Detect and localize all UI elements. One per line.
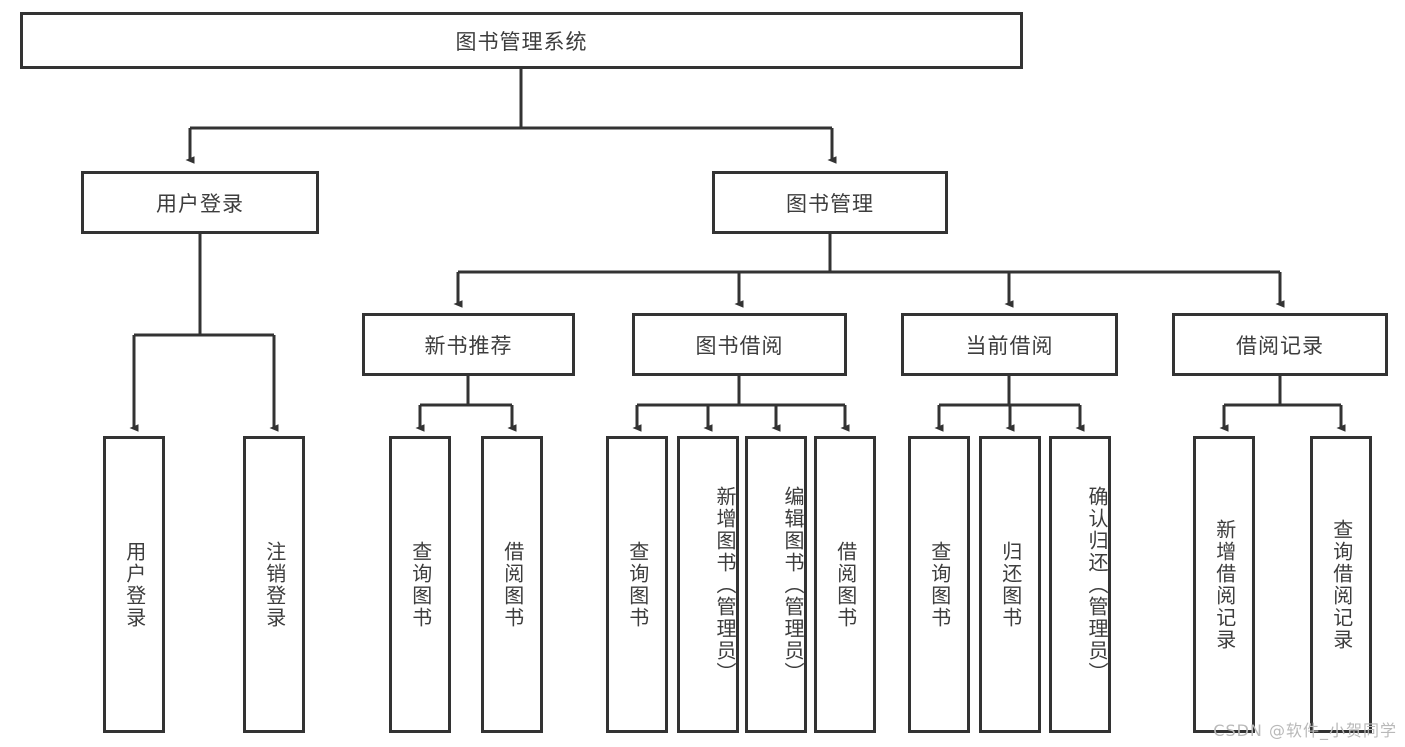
leaf-add-book[interactable]: 新增图书（管理员） [677, 436, 739, 733]
node-book-borrow[interactable]: 图书借阅 [632, 313, 847, 376]
leaf-confirm-return[interactable]: 确认归还（管理员） [1049, 436, 1111, 733]
node-book-management-system[interactable]: 图书管理系统 [20, 12, 1023, 69]
leaf-query-record[interactable]: 查询借阅记录 [1310, 436, 1372, 733]
node-book-manage[interactable]: 图书管理 [712, 171, 948, 234]
watermark: CSDN @软件_小贺同学 [1213, 721, 1397, 740]
leaf-borrow-book-2[interactable]: 借阅图书 [814, 436, 876, 733]
leaf-edit-book[interactable]: 编辑图书（管理员） [745, 436, 807, 733]
node-user-login[interactable]: 用户登录 [81, 171, 319, 234]
leaf-logout-login[interactable]: 注销登录 [243, 436, 305, 733]
leaf-borrow-book-1[interactable]: 借阅图书 [481, 436, 543, 733]
node-current-borrow[interactable]: 当前借阅 [901, 313, 1118, 376]
leaf-query-book-3[interactable]: 查询图书 [908, 436, 970, 733]
leaf-add-record[interactable]: 新增借阅记录 [1193, 436, 1255, 733]
node-borrow-record[interactable]: 借阅记录 [1172, 313, 1388, 376]
leaf-query-book-2[interactable]: 查询图书 [606, 436, 668, 733]
node-new-book-recommend[interactable]: 新书推荐 [362, 313, 575, 376]
leaf-return-book[interactable]: 归还图书 [979, 436, 1041, 733]
leaf-user-login[interactable]: 用户登录 [103, 436, 165, 733]
leaf-query-book-1[interactable]: 查询图书 [389, 436, 451, 733]
